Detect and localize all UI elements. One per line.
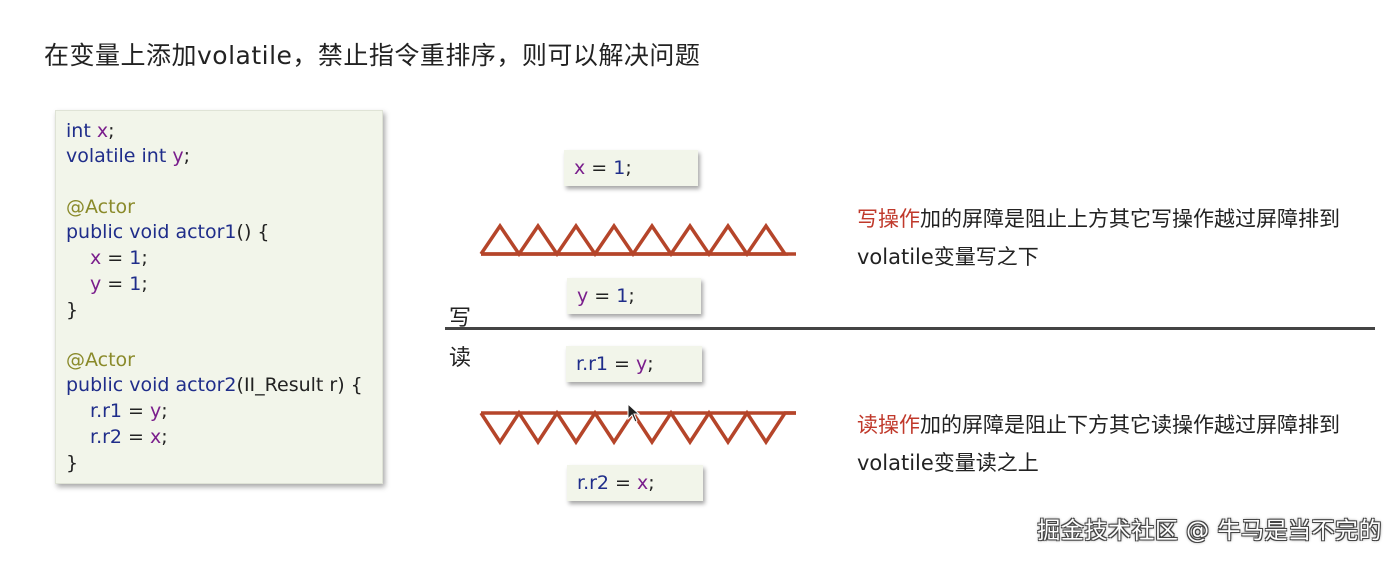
note-text: 加的屏障是阻止下方其它读操作越过屏障排到volatile变量读之上 (857, 413, 1340, 475)
code-line-10: r.r1 = y; (90, 399, 168, 423)
code-number: 1 (129, 273, 142, 295)
code-text: ; (183, 145, 191, 167)
statement-box-read-y: r.r1 = y; (566, 346, 702, 382)
write-barrier-note: 写操作加的屏障是阻止上方其它写操作越过屏障排到volatile变量写之下 (857, 200, 1377, 276)
code-variable: y (172, 145, 184, 167)
code-text: r.r2 (90, 426, 123, 448)
statement-text: r.r2 (577, 472, 610, 494)
note-highlight: 读操作 (857, 413, 920, 437)
statement-number: 1 (616, 285, 629, 307)
statement-text: ; (628, 285, 635, 307)
code-text: ; (108, 120, 115, 142)
code-line-9: public void actor2(II_Result r) { (66, 373, 363, 397)
statement-variable: y (577, 285, 589, 307)
statement-box-read-x: r.r2 = x; (567, 465, 703, 501)
code-text: } (66, 452, 79, 474)
write-barrier-icon (479, 222, 796, 258)
code-line-5: x = 1; (90, 246, 148, 270)
statement-text: r.r1 (576, 353, 609, 375)
code-text: = (122, 426, 151, 448)
code-text: = (101, 273, 130, 295)
read-barrier-note: 读操作加的屏障是阻止下方其它读操作越过屏障排到volatile变量读之上 (857, 406, 1377, 482)
read-label: 读 (449, 346, 472, 371)
code-text: ; (161, 400, 168, 422)
statement-text: ; (648, 472, 655, 494)
statement-text: = (588, 285, 617, 307)
code-annotation: @Actor (66, 349, 135, 371)
page-title: 在变量上添加volatile，禁止指令重排序，则可以解决问题 (44, 41, 701, 70)
statement-box-y-assign: y = 1; (567, 278, 701, 314)
code-text: = (122, 400, 151, 422)
code-line-6: y = 1; (90, 272, 148, 296)
statement-text: = (609, 472, 638, 494)
code-variable: x (96, 120, 109, 142)
mouse-cursor-icon (627, 403, 641, 423)
code-panel: int x; volatile int y; @Actor public voi… (55, 110, 383, 484)
watermark: 掘金技术社区 @ 牛马是当不完的 (1037, 518, 1382, 544)
write-read-divider (445, 327, 1375, 330)
statement-text: = (608, 353, 637, 375)
statement-text: ; (625, 157, 632, 179)
statement-number: 1 (613, 157, 626, 179)
code-line-4: public void actor1() { (66, 220, 269, 244)
statement-variable: x (574, 157, 586, 179)
code-keyword: volatile int (66, 145, 167, 167)
code-variable: x (150, 426, 162, 448)
code-keyword: int (66, 120, 91, 142)
code-line-11: r.r2 = x; (90, 425, 168, 449)
code-line-3: @Actor (66, 195, 135, 219)
statement-variable: x (637, 472, 649, 494)
code-keyword: public void actor2 (66, 374, 237, 396)
statement-variable: y (636, 353, 648, 375)
statement-text: = (585, 157, 614, 179)
code-variable: x (90, 247, 102, 269)
code-text: ; (141, 273, 148, 295)
write-label: 写 (449, 306, 472, 331)
code-text: } (66, 299, 79, 321)
code-text: r.r1 (90, 400, 123, 422)
code-line-7: } (66, 298, 78, 322)
statement-text: ; (647, 353, 654, 375)
statement-box-x-assign: x = 1; (564, 150, 698, 186)
code-text: ; (161, 426, 168, 448)
note-text: 加的屏障是阻止上方其它写操作越过屏障排到volatile变量写之下 (857, 207, 1340, 269)
code-text: ; (141, 247, 148, 269)
code-text: () { (236, 221, 270, 243)
code-text: (II_Result r) { (236, 374, 363, 396)
code-line-2: volatile int y; (66, 144, 190, 168)
code-line-1: int x; (66, 119, 114, 143)
code-number: 1 (129, 247, 142, 269)
code-text: = (101, 247, 130, 269)
code-keyword: public void actor1 (66, 221, 237, 243)
code-annotation: @Actor (66, 196, 135, 218)
code-line-8: @Actor (66, 348, 135, 372)
note-highlight: 写操作 (857, 207, 920, 231)
code-variable: y (150, 400, 162, 422)
code-line-12: } (66, 451, 78, 475)
code-variable: y (90, 273, 102, 295)
